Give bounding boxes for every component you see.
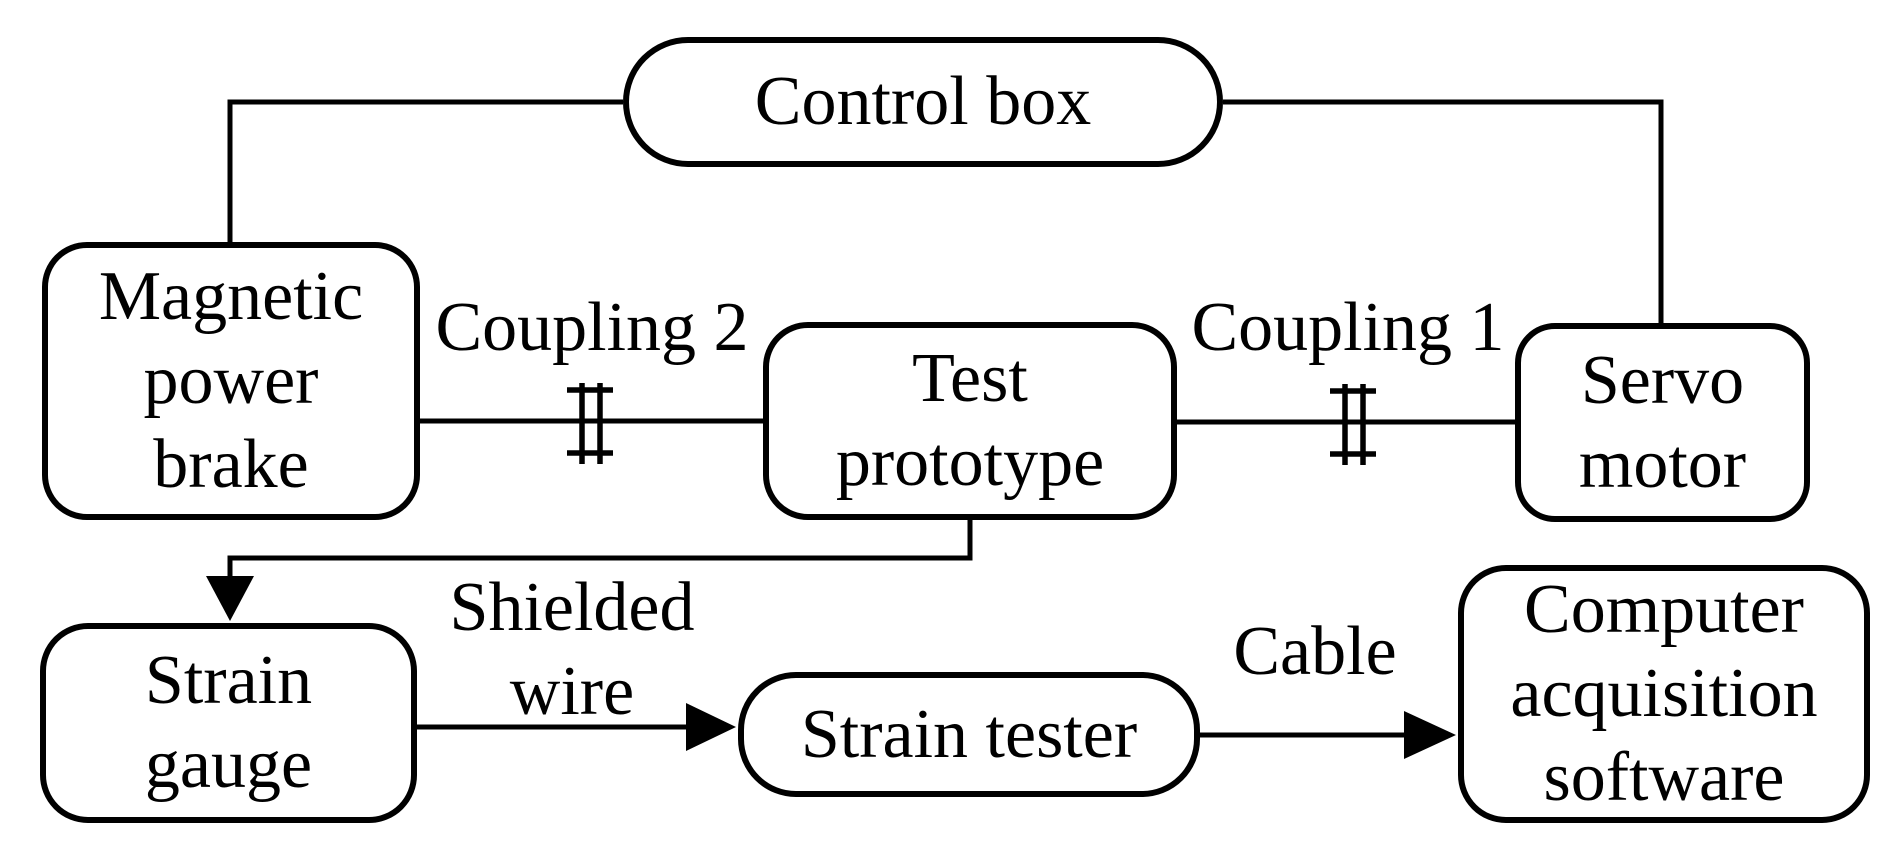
connector-control-to-servo [1223,99,1664,326]
connector-prototype-to-gauge [227,518,973,578]
coupling-1-symbol [1330,384,1376,465]
edge-label-cable: Cable [1233,613,1397,690]
connector-control-to-brake [227,99,623,245]
node-test-prototype: Test prototype [763,322,1177,520]
edge-label-shielded-wire: Shielded wire [449,569,695,730]
node-strain-gauge-label: Strain gauge [144,642,313,803]
node-servo-motor: Servo motor [1515,323,1810,522]
arrowhead-right-strain-tester [686,703,736,751]
coupling-2-symbol [567,383,613,464]
node-control-box: Control box [623,37,1223,167]
node-magnetic-power-brake-label: Magnetic power brake [98,258,364,503]
arrowhead-right-computer [1404,711,1456,759]
node-strain-tester: Strain tester [738,672,1200,797]
node-strain-gauge: Strain gauge [40,623,417,823]
node-servo-motor-label: Servo motor [1578,341,1747,503]
arrowhead-down-strain-gauge [206,576,254,621]
edge-label-coupling-2: Coupling 2 [435,289,749,366]
node-magnetic-power-brake: Magnetic power brake [42,242,420,520]
node-strain-tester-label: Strain tester [800,695,1138,773]
edge-label-coupling-1: Coupling 1 [1191,289,1505,366]
node-computer-acquisition-software-label: Computer acquisition software [1510,571,1818,816]
node-control-box-label: Control box [754,63,1092,140]
node-computer-acquisition-software: Computer acquisition software [1458,565,1870,823]
node-test-prototype-label: Test prototype [835,340,1105,501]
